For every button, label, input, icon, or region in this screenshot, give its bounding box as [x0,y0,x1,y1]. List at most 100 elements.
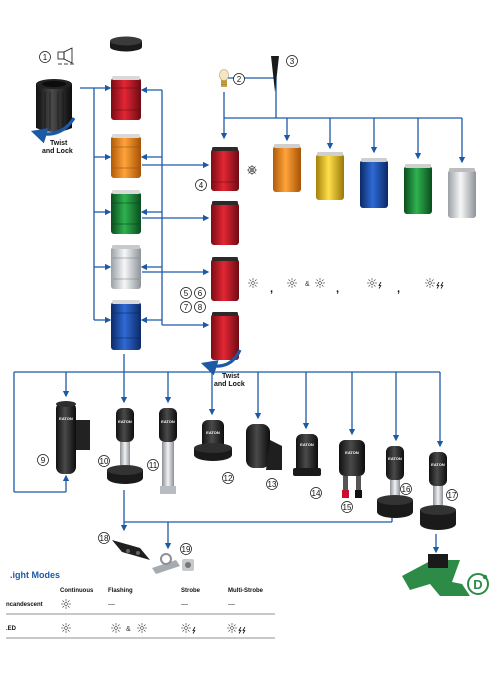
svg-text:5: 5 [184,289,189,298]
twist-label-bottom-2: and Lock [214,381,245,388]
svg-text:17: 17 [448,491,457,500]
led-mode-icon [314,277,326,289]
red-module-bottom [211,312,239,360]
din-rail-badge: D [467,573,489,595]
callout-4: 4 [195,179,207,191]
callout-8: 8 [194,301,206,313]
logo-eaton: EATON [161,419,175,424]
row-incandescent: ncandescent [6,602,43,608]
top-cap [110,36,142,52]
callout-14: 14 [310,487,322,499]
callout-9: 9 [37,454,49,466]
svg-text:16: 16 [402,485,411,494]
base-12: EATON [194,420,232,461]
logo-eaton: EATON [300,442,314,447]
base-13 [246,424,282,470]
and-symbol: & [126,626,131,633]
callout-2: 2 [233,73,245,85]
logo-eaton: EATON [345,450,359,455]
twist-label-bottom-1: Twist [222,373,240,380]
led-mode-icon-row: , & , , [247,277,444,295]
svg-text:18: 18 [100,534,109,543]
twist-arrow-top [30,117,76,144]
lens-clear [448,168,476,218]
callout-12: 12 [222,472,234,484]
accessory-19 [152,553,194,574]
callout-5: 5 [180,287,192,299]
svg-text:13: 13 [268,480,277,489]
stack-clear-module [111,245,141,289]
tool-icon [271,56,279,92]
led-mode-icon [286,277,298,289]
twist-label-top-2: and Lock [42,148,73,155]
col-continuous: Continuous [60,588,94,594]
lens-yellow [316,152,344,200]
svg-text:10: 10 [100,457,109,466]
led-mode-icon [247,277,259,289]
horn-icon [57,47,74,65]
logo-eaton: EATON [59,416,73,421]
base-15: EATON [339,440,365,492]
red-module-led [211,257,239,301]
red-module-4 [211,147,239,191]
accessory-18 [112,540,150,560]
plug-icon [342,490,362,498]
led-mode-icon [424,277,444,289]
light-modes-table: .ight Modes Continuous Flashing Strobe M… [6,570,275,639]
callout-7: 7 [180,301,192,313]
sounder-module [36,79,72,132]
led-multistrobe-icon [226,622,246,634]
led-strobe-icon [180,622,196,634]
lens-orange [273,144,301,192]
col-multi-strobe: Multi-Strobe [228,588,264,594]
incandescent-flashing: — [108,601,115,608]
callout-13: 13 [266,478,278,490]
incandescent-strobe: — [181,601,188,608]
base-16: EATON [377,446,413,518]
svg-text:12: 12 [224,474,233,483]
callout-1: 1 [39,51,51,63]
lens-blue [360,158,388,208]
callout-19: 19 [180,543,192,555]
svg-text:19: 19 [182,545,191,554]
svg-text:11: 11 [149,461,158,470]
connector-lines [13,77,466,554]
svg-text:7: 7 [184,303,189,312]
base-17: EATON [420,452,456,530]
separator-comma: , [336,283,339,295]
stack-green-module [111,190,141,234]
col-flashing: Flashing [108,588,133,594]
svg-text:4: 4 [199,181,204,190]
logo-eaton: EATON [206,430,220,435]
light-modes-title: .ight Modes [10,570,60,580]
twist-label-top-1: Twist [50,140,68,147]
stack-red-module [111,76,141,120]
lens-green [404,164,432,214]
row-led: .ED [6,626,17,632]
logo-eaton: EATON [431,462,445,467]
base-11: EATON [159,408,177,494]
stack-blue-module [111,300,141,350]
callout-10: 10 [98,455,110,467]
callout-6: 6 [194,287,206,299]
svg-text:14: 14 [312,489,321,498]
lamp-icon [246,164,258,176]
logo-eaton: EATON [118,419,132,424]
and-symbol: & [305,281,310,288]
base-10: EATON [107,408,143,484]
base-14: EATON [293,434,321,476]
svg-text:8: 8 [198,303,203,312]
logo-eaton: EATON [388,456,402,461]
led-flashing-icon: & [110,622,148,634]
callout-17: 17 [446,489,458,501]
svg-text:3: 3 [290,57,295,66]
separator-comma: , [270,283,273,295]
callout-18: 18 [98,532,110,544]
svg-text:2: 2 [237,75,242,84]
red-module-plain [211,201,239,245]
callout-11: 11 [147,459,159,471]
callout-15: 15 [341,501,353,513]
separator-comma: , [397,283,400,295]
incandescent-multistrobe: — [228,601,235,608]
